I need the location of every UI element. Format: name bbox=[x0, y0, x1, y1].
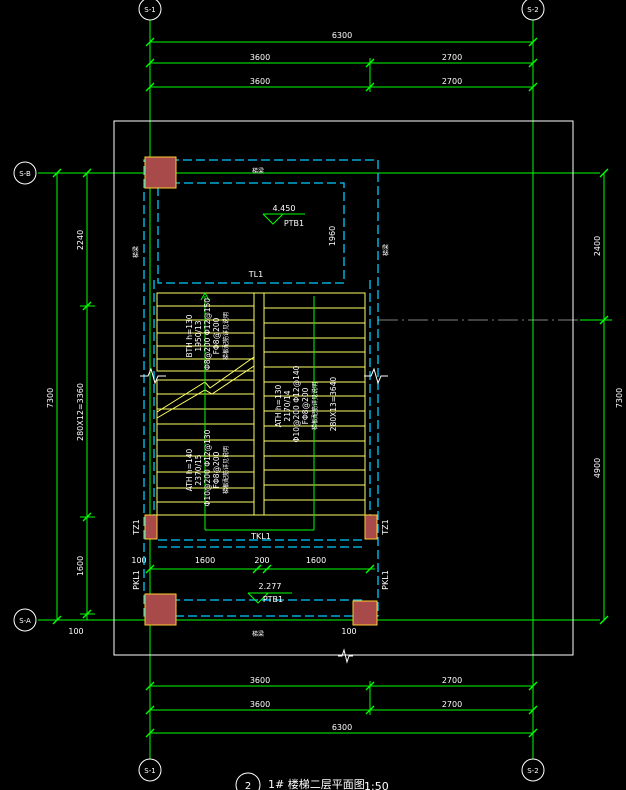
column-tz-left bbox=[144, 514, 158, 540]
dim-top-b2: 2700 bbox=[442, 77, 462, 86]
bt-line1: BTH h=130 bbox=[185, 314, 194, 357]
ptb-bottom: PTB1 bbox=[263, 595, 283, 604]
plan-labels: 4.450 PTB1 TL1 TKL1 2.277 PTB1 梯梁 梯梁 bbox=[248, 167, 304, 638]
atl-line5: 梯板配筋详见说明 bbox=[222, 446, 230, 494]
dim-left-total: 7300 bbox=[46, 388, 55, 408]
axis-bubble-left-bottom: S-A bbox=[13, 608, 37, 632]
level-marks bbox=[247, 213, 305, 604]
column-top-left bbox=[144, 156, 177, 189]
dim-right-upper: 2400 bbox=[593, 236, 602, 256]
dim-bot-a2: 2700 bbox=[442, 676, 462, 685]
bt-line3: Φ8@200 Φ12@150 bbox=[203, 298, 212, 370]
axis-lines bbox=[38, 20, 600, 760]
atl-line4: FΦ8@200 bbox=[212, 451, 221, 488]
title-scale: 1:50 bbox=[364, 780, 389, 790]
tkl1-label: TKL1 bbox=[250, 532, 271, 541]
bt-line2: 1950/13 bbox=[194, 320, 203, 351]
dim-inner-100a: 100 bbox=[131, 556, 146, 565]
axis-bubble-top-left: S-1 bbox=[138, 0, 162, 21]
plan-labels-vertical: TZ1 TZ1 PKL1 PKL1 梯梁 梯梁 bbox=[132, 244, 390, 590]
atr-line6: 280X13=3640 bbox=[329, 377, 338, 432]
axis-bubble-bottom-left: S-1 bbox=[138, 758, 162, 782]
columns bbox=[144, 156, 378, 626]
atl-line3: Φ10@200 Φ12@130 bbox=[203, 429, 212, 506]
dim-top-a1: 3600 bbox=[250, 53, 270, 62]
dim-top-b1: 3600 bbox=[250, 77, 270, 86]
flight-note-at-left: ATH h=140 2370/15 Φ10@200 Φ12@130 FΦ8@20… bbox=[185, 429, 230, 506]
title-text: 1# 楼梯二层平面图 bbox=[268, 777, 365, 790]
tl1-label: TL1 bbox=[248, 270, 263, 279]
axis-bubbles: S-1 S-2 S-1 S-2 S-B S-A bbox=[13, 0, 545, 782]
slab-outline bbox=[113, 120, 574, 656]
flight-note-bt: BTH h=130 1950/13 Φ8@200 Φ12@150 FΦ8@200… bbox=[185, 298, 230, 370]
ptb-top: PTB1 bbox=[284, 219, 304, 228]
axis-label-left-top: S-B bbox=[19, 170, 31, 178]
tz1-right-label: TZ1 bbox=[381, 519, 390, 535]
dimension-ticks bbox=[52, 37, 609, 738]
axis-bubble-bottom-right: S-2 bbox=[521, 758, 545, 782]
beam-label-bottom: 梯梁 bbox=[252, 630, 264, 638]
axis-label-top-right: S-2 bbox=[527, 6, 538, 14]
dashed-beams bbox=[143, 159, 379, 617]
walk-line bbox=[200, 291, 315, 531]
dim-top-a2: 2700 bbox=[442, 53, 462, 62]
dim-inner-200: 200 bbox=[254, 556, 269, 565]
dim-left-lower: 1600 bbox=[76, 556, 85, 576]
dim-left-mid: 280X12=3360 bbox=[76, 383, 85, 441]
bt-line5: 梯板配筋详见说明 bbox=[222, 312, 230, 360]
atr-line1: ATH h=130 bbox=[274, 385, 283, 428]
level-top: 4.450 bbox=[273, 204, 296, 213]
bt-line4: FΦ8@200 bbox=[212, 317, 221, 354]
axis-bubble-top-right: S-2 bbox=[521, 0, 545, 21]
pkl1-right-label: PKL1 bbox=[381, 570, 390, 590]
atr-line3: Φ10@200 Φ12@140 bbox=[292, 365, 301, 442]
drawing-title: 2 1# 楼梯二层平面图 1:50 bbox=[235, 772, 389, 790]
dim-inner-1600b: 1600 bbox=[306, 556, 326, 565]
dim-inner-1600a: 1600 bbox=[195, 556, 215, 565]
break-symbols bbox=[140, 367, 388, 664]
dim-left-bottom: 100 bbox=[68, 627, 83, 636]
column-bottom-left bbox=[144, 593, 177, 626]
dim-right-total: 7300 bbox=[615, 388, 624, 408]
dimension-texts: 6300 3600 2700 3600 2700 3600 2700 3600 … bbox=[68, 31, 462, 732]
beam-label-right: 梯梁 bbox=[382, 244, 390, 256]
dim-inner-100b: 100 bbox=[341, 627, 356, 636]
atr-line2: 2170/14 bbox=[283, 390, 292, 421]
dimension-texts-vertical: 7300 280X12=3360 2240 1600 2400 4900 730… bbox=[46, 226, 624, 576]
dim-left-upper: 2240 bbox=[76, 230, 85, 250]
column-bottom-right bbox=[352, 600, 378, 626]
axis-bubble-left-top: S-B bbox=[13, 161, 37, 185]
axis-label-bottom-right: S-2 bbox=[527, 767, 538, 775]
atr-line5: 梯板配筋详见说明 bbox=[311, 382, 319, 430]
level-bottom: 2.277 bbox=[259, 582, 282, 591]
dim-bot-a1: 3600 bbox=[250, 676, 270, 685]
dim-landing-1960: 1960 bbox=[328, 226, 337, 246]
atl-line1: ATH h=140 bbox=[185, 449, 194, 492]
column-tz-right bbox=[364, 514, 378, 540]
tz1-left-label: TZ1 bbox=[132, 519, 141, 535]
axis-label-bottom-left: S-1 bbox=[144, 767, 155, 775]
dim-right-lower: 4900 bbox=[593, 458, 602, 478]
axis-label-left-bottom: S-A bbox=[19, 617, 31, 625]
dim-bot-b2: 2700 bbox=[442, 700, 462, 709]
dim-bot-b1: 3600 bbox=[250, 700, 270, 709]
beam-label-top: 梯梁 bbox=[252, 167, 264, 175]
title-number: 2 bbox=[245, 781, 251, 790]
dimension-lines bbox=[56, 41, 612, 734]
flight-note-at-right: ATH h=130 2170/14 Φ10@200 Φ12@140 FΦ8@20… bbox=[274, 365, 338, 442]
atr-line4: FΦ8@200 bbox=[301, 387, 310, 424]
beam-label-left: 梯梁 bbox=[132, 246, 140, 258]
title-bubble bbox=[235, 772, 261, 790]
dim-bot-total: 6300 bbox=[332, 723, 352, 732]
atl-line2: 2370/15 bbox=[194, 454, 203, 485]
dim-top-total: 6300 bbox=[332, 31, 352, 40]
pkl1-left-label: PKL1 bbox=[132, 570, 141, 590]
axis-label-top-left: S-1 bbox=[144, 6, 155, 14]
